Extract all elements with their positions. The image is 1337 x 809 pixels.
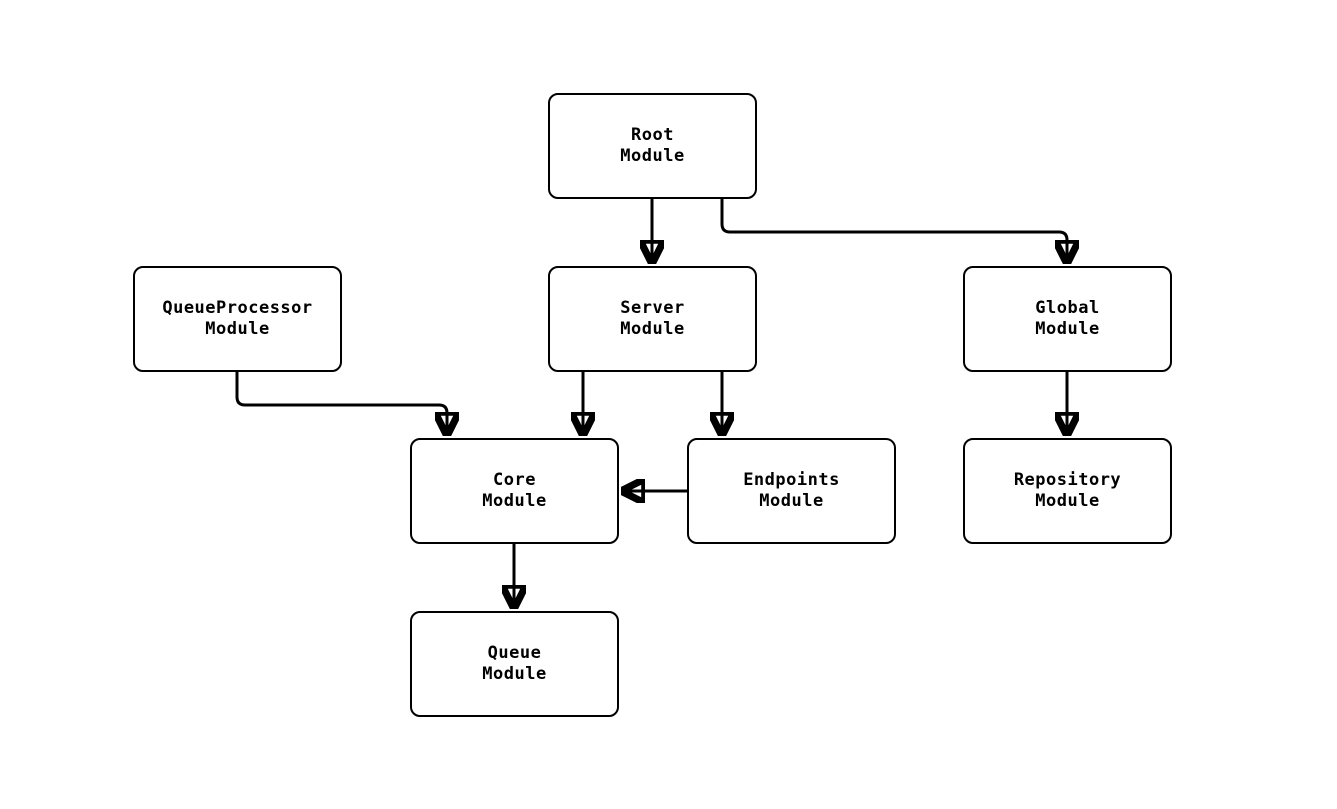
edge-queue-processor-to-core [235, 372, 447, 435]
node-endpoints-module-label: Endpoints Module [743, 470, 840, 511]
node-global-module-label: Global Module [1035, 298, 1100, 339]
node-server-module: Server Module [548, 266, 757, 372]
node-repository-module-label: Repository Module [1013, 470, 1122, 511]
node-queue-processor-module-label: QueueProcessor Module [162, 298, 313, 339]
node-queue-processor-module: QueueProcessor Module [133, 266, 342, 372]
node-endpoints-module: Endpoints Module [687, 438, 896, 544]
node-queue-module: Queue Module [410, 611, 619, 717]
node-server-module-label: Server Module [620, 298, 685, 339]
node-repository-module: Repository Module [963, 438, 1172, 544]
node-queue-module-label: Queue Module [482, 643, 547, 684]
node-core-module-label: Core Module [482, 470, 547, 511]
node-root-module-label: Root Module [620, 125, 685, 166]
node-root-module: Root Module [548, 93, 757, 199]
node-global-module: Global Module [963, 266, 1172, 372]
node-core-module: Core Module [410, 438, 619, 544]
edge-root-to-global [720, 199, 1067, 263]
